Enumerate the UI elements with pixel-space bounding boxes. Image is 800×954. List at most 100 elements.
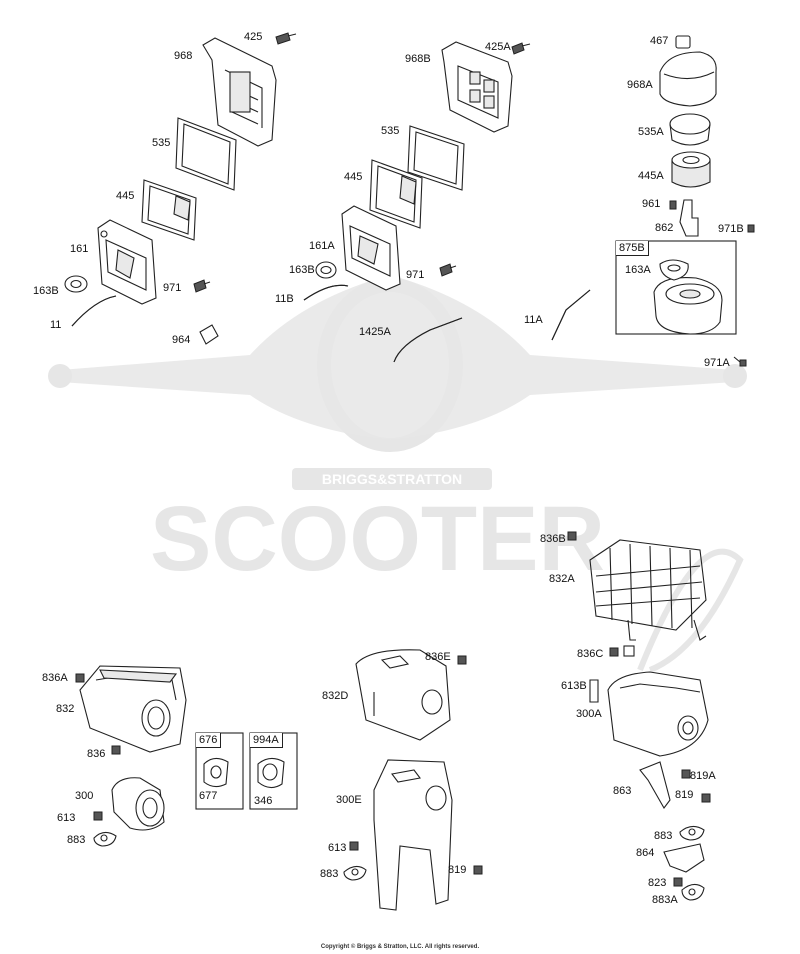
callout-11A: 11A bbox=[524, 314, 543, 326]
part-823-screw bbox=[673, 877, 683, 887]
part-535-filter bbox=[175, 117, 237, 191]
kit-676-label: 676 bbox=[196, 733, 222, 748]
part-971b-screw bbox=[439, 263, 457, 277]
part-968A-cover bbox=[659, 51, 717, 107]
callout-445A: 445A bbox=[638, 170, 664, 182]
callout-863: 863 bbox=[613, 785, 632, 797]
callout-613c: 613 bbox=[328, 842, 347, 854]
part-968B-cover bbox=[441, 41, 513, 133]
part-864-deflector bbox=[663, 843, 705, 873]
part-445-prefilter bbox=[141, 179, 197, 241]
callout-819A: 819A bbox=[690, 770, 716, 782]
part-1425A-tube bbox=[393, 317, 463, 363]
part-883c-gasket bbox=[343, 865, 367, 881]
callout-864: 864 bbox=[636, 847, 655, 859]
callout-819: 819 bbox=[448, 864, 467, 876]
part-863-bracket bbox=[639, 761, 671, 809]
callout-163Bb: 163B bbox=[289, 264, 315, 276]
callout-971: 971 bbox=[163, 282, 182, 294]
callout-971A: 971A bbox=[704, 357, 730, 369]
callout-677: 677 bbox=[199, 790, 218, 802]
part-425A-screw bbox=[511, 42, 531, 55]
callout-163B: 163B bbox=[33, 285, 59, 297]
callout-836E: 836E bbox=[425, 651, 451, 663]
callout-836: 836 bbox=[87, 748, 106, 760]
part-875B-base bbox=[653, 277, 723, 335]
callout-971b: 971 bbox=[406, 269, 425, 281]
callout-961: 961 bbox=[642, 198, 661, 210]
part-836-screw bbox=[111, 745, 121, 755]
part-163B-gasket bbox=[64, 275, 88, 293]
callout-819b: 819 bbox=[675, 789, 694, 801]
callout-883A: 883A bbox=[652, 894, 678, 906]
part-832A-guard bbox=[589, 539, 707, 641]
part-300E-muffler bbox=[373, 759, 453, 911]
callout-823: 823 bbox=[648, 877, 667, 889]
part-971-screw bbox=[193, 279, 211, 293]
callout-161: 161 bbox=[70, 243, 89, 255]
part-11-breather-tube bbox=[71, 295, 117, 327]
callout-445b: 445 bbox=[344, 171, 363, 183]
callout-968B: 968B bbox=[405, 53, 431, 65]
part-968-cover bbox=[202, 37, 277, 147]
part-163A-gasket bbox=[659, 259, 689, 281]
copyright-text: Copyright © Briggs & Stratton, LLC. All … bbox=[320, 944, 480, 950]
callout-832D: 832D bbox=[322, 690, 349, 702]
part-836E-screw bbox=[457, 655, 467, 665]
callout-832A: 832A bbox=[549, 573, 575, 585]
part-467-knob bbox=[675, 35, 691, 49]
callout-613B: 613B bbox=[561, 680, 587, 692]
callout-425: 425 bbox=[244, 31, 263, 43]
callout-968A: 968A bbox=[627, 79, 653, 91]
part-613-screw bbox=[93, 811, 103, 821]
callout-346: 346 bbox=[254, 795, 273, 807]
part-300-muffler bbox=[111, 777, 165, 831]
callout-832: 832 bbox=[56, 703, 75, 715]
kit-875B-box bbox=[615, 240, 737, 335]
callout-971B: 971B bbox=[718, 223, 744, 235]
part-883-gasket bbox=[93, 831, 117, 847]
part-676-guard bbox=[203, 757, 229, 788]
callout-883: 883 bbox=[67, 834, 86, 846]
callout-968: 968 bbox=[174, 50, 193, 62]
part-836B-screw bbox=[567, 531, 577, 541]
part-883b-gasket bbox=[679, 825, 705, 841]
part-836C-screw bbox=[609, 645, 635, 657]
callout-883c: 883 bbox=[320, 868, 339, 880]
kit-875B-label: 875B bbox=[616, 241, 649, 256]
callout-862: 862 bbox=[655, 222, 674, 234]
part-11A-tube bbox=[551, 289, 591, 341]
watermark-text: SCOOTER bbox=[150, 488, 605, 590]
callout-11: 11 bbox=[50, 319, 62, 331]
callout-613: 613 bbox=[57, 812, 76, 824]
part-836A-screw bbox=[75, 673, 85, 683]
part-11B-tube bbox=[303, 284, 349, 301]
callout-300A: 300A bbox=[576, 708, 602, 720]
callout-300: 300 bbox=[75, 790, 94, 802]
callout-883b: 883 bbox=[654, 830, 673, 842]
callout-425A: 425A bbox=[485, 41, 511, 53]
part-535b-filter bbox=[407, 125, 465, 191]
part-971B-screw bbox=[747, 224, 755, 233]
callout-836A: 836A bbox=[42, 672, 68, 684]
part-819A-screw bbox=[681, 769, 691, 779]
part-819b-screw bbox=[701, 793, 711, 803]
part-300A-muffler bbox=[607, 671, 709, 757]
callout-535b: 535 bbox=[381, 125, 400, 137]
part-425-screw bbox=[275, 32, 297, 45]
part-971A-screw bbox=[733, 356, 747, 367]
kit-994A-label: 994A bbox=[250, 733, 283, 748]
callout-1425A: 1425A bbox=[359, 326, 391, 338]
part-832-muffler bbox=[79, 665, 187, 753]
part-535A-filter bbox=[669, 113, 711, 146]
callout-836C: 836C bbox=[577, 648, 604, 660]
part-832D-shield bbox=[355, 649, 451, 741]
callout-964: 964 bbox=[172, 334, 191, 346]
part-445b-prefilter bbox=[369, 159, 423, 229]
callout-467: 467 bbox=[650, 35, 669, 47]
part-161A-base bbox=[341, 205, 401, 291]
part-613c-screw bbox=[349, 841, 359, 851]
part-883A-gasket bbox=[681, 883, 705, 901]
